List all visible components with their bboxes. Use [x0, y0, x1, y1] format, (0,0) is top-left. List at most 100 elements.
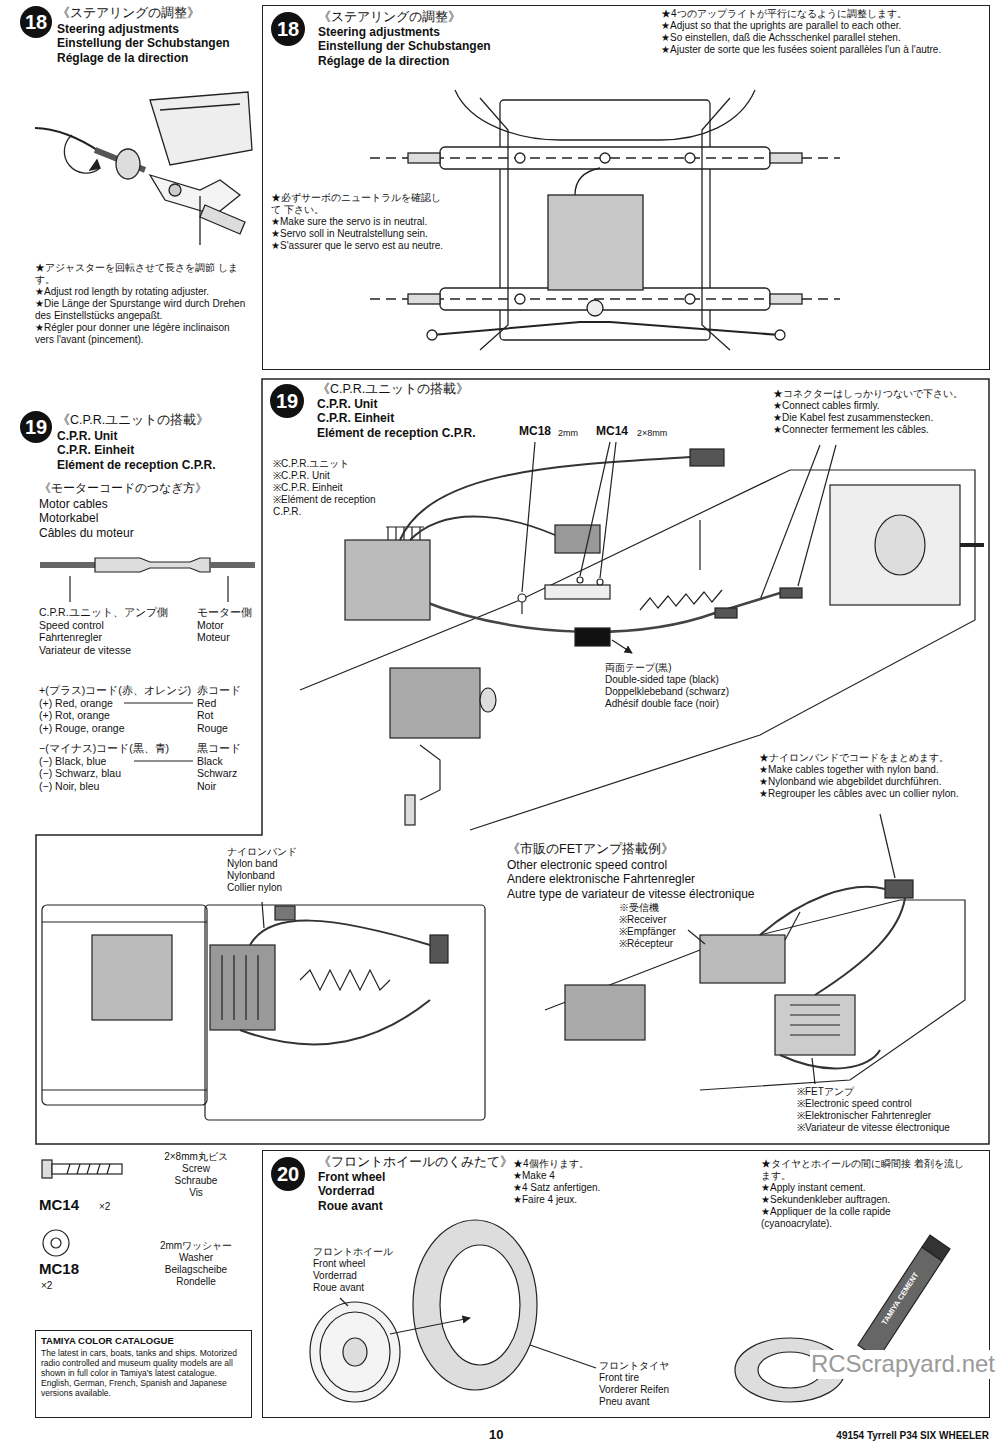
esc-example-view — [565, 985, 645, 1040]
chassis-3d-view — [419, 527, 420, 540]
step-heading: 《C.P.R.ユニットの搭載》 — [56, 413, 210, 428]
wheel-tire-illustration — [413, 1220, 537, 1390]
chassis-top-view — [685, 153, 695, 163]
part-code-group: MC14 — [595, 424, 640, 438]
cable-label: 赤コード — [196, 684, 242, 697]
instruction-note-group: ★アジャスターを回転させて長さを調節 します。★Adjust rod lengt… — [34, 262, 252, 346]
instruction-note: ★4つのアップライトが平行になるように調整します。 — [660, 8, 908, 20]
bottle-print: TAMIYA CEMENT — [879, 1270, 921, 1328]
part-quantity: ×2 — [98, 1201, 111, 1213]
part-code: MC18 — [38, 1260, 80, 1278]
part-quantity: ×2 — [40, 1280, 53, 1292]
part-label-group: フロントホイールFront wheelVorderradRoue avant — [312, 1246, 427, 1294]
chassis-top-view-2 — [42, 1089, 207, 1090]
wheel-tire-illustration — [858, 1247, 942, 1359]
instruction-note: ★Appliquer de la colle rapide (cyanoacry… — [760, 1206, 965, 1230]
instruction-note: ★Regrouper les câbles avec un collier ny… — [758, 788, 960, 800]
panel-outline — [35, 378, 990, 1145]
chassis-3d-view — [480, 688, 496, 712]
cable-label: (+) Rouge, orange — [38, 722, 126, 735]
footer-title: 49154 Tyrrell P34 SIX WHEELER — [835, 1430, 990, 1442]
callout-label: ※Electronic speed control — [796, 1098, 913, 1110]
cable-label: C.P.R.ユニット、アンプ側 — [38, 606, 169, 619]
watermark: RCScrapyard.net — [810, 1350, 996, 1379]
part-label: Front tire — [598, 1372, 640, 1384]
chassis-top-view-2 — [250, 921, 430, 945]
esc-example-view — [880, 814, 895, 878]
steering-rod-illustration — [116, 149, 140, 179]
part-name-group: 2mmワッシャーWasherBeilagscheibeRondelle — [140, 1240, 252, 1288]
instruction-note: ★Adjust rod length by rotating adjuster. — [34, 286, 210, 298]
chassis-3d-view — [798, 445, 836, 586]
esc-example-view — [700, 935, 785, 983]
callout-label: Nylonband — [226, 870, 276, 882]
wheel-tire-illustration — [922, 1235, 950, 1261]
chassis-top-view — [370, 90, 840, 350]
screw-icon — [77, 1164, 80, 1174]
chassis-top-view — [775, 330, 785, 340]
motor-cable-connector — [210, 562, 255, 568]
steering-rod-illustration — [200, 205, 245, 234]
chassis-3d-view — [300, 442, 984, 830]
info-text: TAMIYA COLOR CATALOGUEThe latest in cars… — [41, 1335, 246, 1398]
washer-icon — [43, 1230, 69, 1256]
instruction-note: ★コネクターはしっかりつないで下さい。 — [772, 388, 964, 400]
part-name: Screw — [181, 1163, 211, 1175]
steering-rod-illustration — [64, 135, 100, 173]
callout-label: Doppelklebeband (schwarz) — [604, 686, 730, 698]
motor-cable-connector — [40, 558, 255, 761]
sub-heading-group: 《モーターコードのつなぎ方》 — [38, 481, 256, 495]
heading-text: Réglage de la direction — [318, 54, 449, 68]
chassis-top-view — [427, 330, 437, 340]
wheel-tire-illustration — [530, 1345, 596, 1368]
callout-label: ※C.P.R. Einheit — [272, 482, 344, 494]
instruction-note: ★ナイロンバンドでコードをまとめます。 — [758, 752, 950, 764]
chassis-top-view — [548, 195, 643, 290]
cable-label: Speed control — [38, 619, 105, 632]
motor-cable-connector — [124, 702, 193, 703]
chassis-top-view-2 — [42, 905, 207, 1105]
panel-heading: 《フロントホイールのくみたて》Front wheelVorderradRoue … — [318, 1155, 638, 1213]
chassis-3d-view — [400, 457, 690, 540]
steering-rod-illustration — [169, 184, 181, 196]
cable-label: Red — [196, 697, 217, 710]
wheel-tire-illustration — [310, 1220, 950, 1402]
chassis-3d-view — [960, 543, 984, 547]
motor-cable-connector — [227, 576, 228, 602]
step-panel: 《フロントホイールのくみたて》Front wheelVorderradRoue … — [262, 1150, 990, 1418]
part-quantity-group: ×2 — [98, 1201, 128, 1213]
cable-label-group: 黒コードBlackSchwarzNoir — [196, 742, 258, 792]
sub-heading: Motorkabel — [38, 511, 99, 525]
chassis-3d-view — [715, 608, 737, 618]
cable-label-group: モーター側MotorMoteur — [196, 606, 258, 644]
chassis-top-view-2 — [42, 921, 207, 922]
step-heading-group: C.P.R. UnitC.P.R. EinheitElément de rece… — [56, 429, 256, 472]
callout-label: ※受信機 — [618, 902, 660, 914]
esc-example-view — [885, 880, 913, 898]
footer-title-group: 49154 Tyrrell P34 SIX WHEELER — [740, 1430, 990, 1442]
chassis-3d-view — [386, 526, 424, 527]
steering-rod-illustration — [35, 92, 252, 245]
callout-label: ※Elément de reception C.P.R. — [272, 494, 384, 518]
chassis-3d-view — [699, 520, 700, 570]
part-label-group: フロントタイヤFront tireVorderer ReifenPneu ava… — [598, 1360, 713, 1408]
step-number: 18 — [25, 12, 47, 32]
step-heading: C.P.R. Einheit — [56, 443, 135, 457]
instruction-note: ★So einstellen, daß die Achsschenkel par… — [660, 32, 902, 44]
callout-label: ※C.P.R.ユニット — [272, 458, 350, 470]
callout-label: Nylon band — [226, 858, 279, 870]
heading-text: Elément de reception C.P.R. — [317, 426, 476, 440]
cable-label: Variateur de vitesse — [38, 644, 132, 657]
part-code-group: MC14 — [38, 1196, 98, 1214]
chassis-top-view-2 — [300, 970, 390, 990]
instruction-note: ★Die Länge der Spurstange wird durch Dre… — [34, 298, 252, 322]
chassis-3d-view — [390, 668, 480, 738]
motor-cable-connector — [69, 576, 70, 602]
sub-heading: Autre type de variateur de vitesse élect… — [506, 887, 755, 901]
step-heading: Steering adjustments — [56, 22, 180, 36]
part-size: 2mm — [557, 428, 579, 439]
callout-label: ナイロンバンド — [226, 846, 298, 858]
part-label: フロントタイヤ — [598, 1360, 670, 1372]
